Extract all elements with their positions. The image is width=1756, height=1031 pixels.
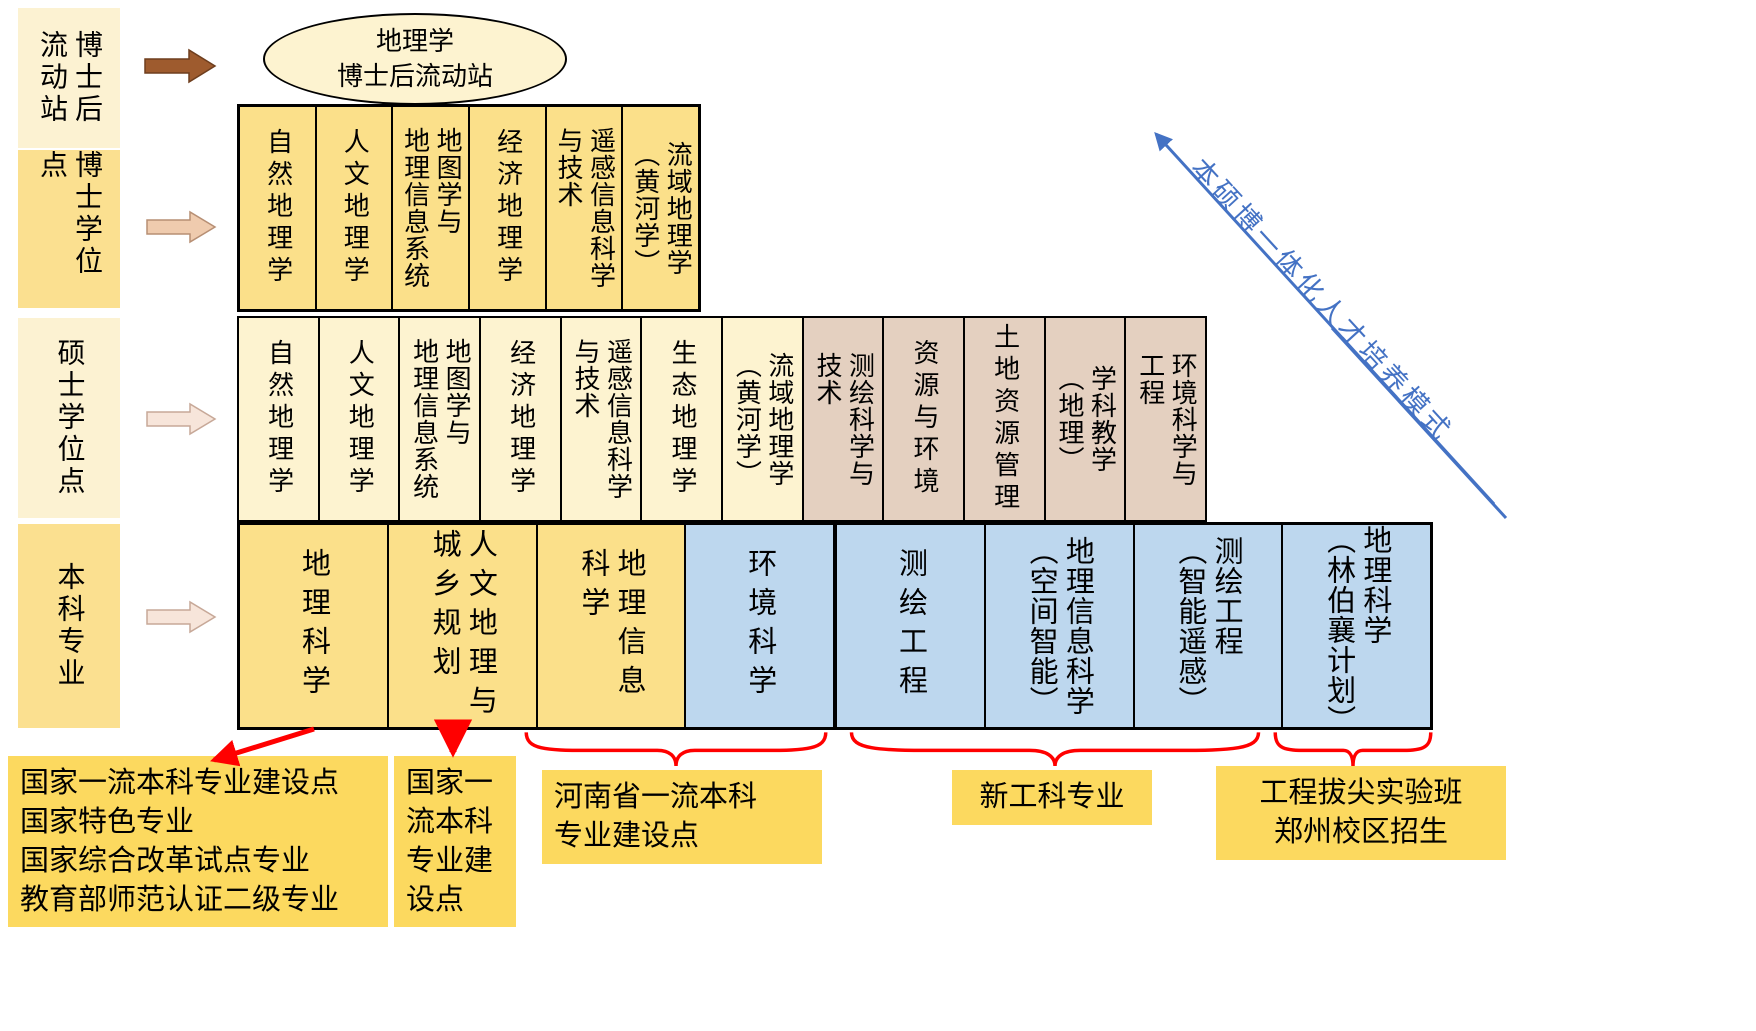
master-program: 自然地理学 xyxy=(239,318,320,520)
bachelor-program-label: 地理信息科学 （空间智能） xyxy=(1025,536,1094,716)
bachelor-program: 测绘工程 xyxy=(837,525,986,727)
postdoc-station-label: 地理学 博士后流动站 xyxy=(336,26,493,91)
master-program-label: 流域地理学 （黄河学） xyxy=(732,351,794,487)
row-label-bachelor-majors-text: 本科专业 xyxy=(53,562,85,690)
row-label-postdoc-station: 博士后 流动站 xyxy=(18,8,120,148)
master-program-label: 地图学与 地理信息系统 xyxy=(409,338,472,500)
row-label-bachelor-majors: 本科专业 xyxy=(18,524,120,728)
master-program-label: 土地资源管理 xyxy=(990,323,1020,515)
master-program: 地图学与 地理信息系统 xyxy=(400,318,482,520)
doctoral-program: 地图学与 地理信息系统 xyxy=(393,107,471,309)
master-program: 资源与环境 xyxy=(884,318,966,520)
master-program-label: 测绘科学与 技术 xyxy=(813,351,875,487)
bachelor-program: 人文地理与 城乡规划 xyxy=(388,525,538,727)
master-program: 生态地理学 xyxy=(642,318,724,520)
bachelor-program: 地理科学 （林伯襄计划） xyxy=(1283,525,1430,727)
doctoral-program-label: 流域地理学 （黄河学） xyxy=(630,140,693,276)
doctoral-program-label: 地图学与 地理信息系统 xyxy=(400,127,463,289)
doctoral-program: 自然地理学 xyxy=(240,107,317,309)
master-program: 经济地理学 xyxy=(481,318,562,520)
master-programs-row: 自然地理学 人文地理学 地图学与 地理信息系统 经济地理学 遥感信息科学 与技术… xyxy=(237,316,1207,522)
bachelor-program-label: 测绘工程 xyxy=(894,548,927,704)
elite-class-brace-icon xyxy=(1272,730,1434,766)
bachelor-program: 环境科学 xyxy=(686,525,837,727)
doctoral-program-label: 人文地理学 xyxy=(340,128,370,288)
master-program: 土地资源管理 xyxy=(965,318,1046,520)
row-label-postdoc-station-text: 博士后 流动站 xyxy=(36,30,102,126)
bachelor-program-label: 人文地理与 城乡规划 xyxy=(428,528,497,724)
postdoc-row-arrow-icon xyxy=(144,48,217,84)
note-provincial-first-class: 河南省一流本科 专业建设点 xyxy=(542,770,822,864)
doctoral-program-label: 遥感信息科学 与技术 xyxy=(554,127,616,289)
provincial-brace-icon xyxy=(520,730,832,766)
master-program-label: 遥感信息科学 与技术 xyxy=(571,338,633,500)
integrated-training-mode-label: 本硕博一体化人才培养模式 xyxy=(1184,152,1459,448)
master-program: 学科教学 （地理） xyxy=(1045,318,1127,520)
doctoral-programs-row: 自然地理学 人文地理学 地图学与 地理信息系统 经济地理学 遥感信息科学 与技术… xyxy=(237,104,701,312)
master-program-label: 环境科学与 工程 xyxy=(1135,351,1198,487)
row-label-doctoral-degrees-text: 博士学位点 xyxy=(36,150,102,278)
bachelor-program-label: 地理科学 xyxy=(297,548,330,704)
note-new-engineering: 新工科专业 xyxy=(952,770,1152,825)
doctoral-program-label: 经济地理学 xyxy=(493,128,523,288)
doctoral-program: 遥感信息科学 与技术 xyxy=(546,107,624,309)
master-program: 测绘科学与 技术 xyxy=(803,318,885,520)
master-program-label: 学科教学 （地理） xyxy=(1055,365,1117,473)
master-row-arrow-icon xyxy=(146,402,217,436)
doctoral-program: 人文地理学 xyxy=(316,107,394,309)
doctoral-program: 经济地理学 xyxy=(470,107,547,309)
row-label-master-degrees-text: 硕士学位点 xyxy=(53,338,85,498)
bachelor-program-label: 地理信息 科学 xyxy=(576,548,646,704)
master-program-label: 人文地理学 xyxy=(345,339,375,499)
note-national-first-class-2: 国家一 流本科 专业建 设点 xyxy=(394,756,516,928)
doctoral-program-label: 自然地理学 xyxy=(263,128,293,288)
bachelor-programs-row: 地理科学 人文地理与 城乡规划 地理信息 科学 环境科学 测绘工程 地理信息科学… xyxy=(237,522,1433,730)
bachelor-program-label: 地理科学 （林伯襄计划） xyxy=(1322,525,1391,727)
bachelor-program: 测绘工程 （智能遥感） xyxy=(1134,525,1284,727)
master-program-label: 生态地理学 xyxy=(667,339,697,499)
new-engineering-brace-icon xyxy=(843,730,1267,766)
master-program-label: 经济地理学 xyxy=(506,339,536,499)
note-elite-class: 工程拔尖实验班 郑州校区招生 xyxy=(1216,766,1506,860)
postdoc-station-ellipse: 地理学 博士后流动站 xyxy=(263,13,567,105)
master-program: 人文地理学 xyxy=(319,318,401,520)
row-label-doctoral-degrees: 博士学位点 xyxy=(18,150,120,308)
master-program-label: 自然地理学 xyxy=(264,339,294,499)
bachelor-program: 地理信息科学 （空间智能） xyxy=(985,525,1135,727)
doctoral-program: 流域地理学 （黄河学） xyxy=(623,107,699,309)
master-program: 流域地理学 （黄河学） xyxy=(723,318,804,520)
bachelor-program-label: 环境科学 xyxy=(743,548,776,704)
bachelor-program: 地理信息 科学 xyxy=(537,525,687,727)
master-program: 遥感信息科学 与技术 xyxy=(561,318,643,520)
row-label-master-degrees: 硕士学位点 xyxy=(18,318,120,518)
bachelor-row-arrow-icon xyxy=(146,600,217,634)
bachelor-program-label: 测绘工程 （智能遥感） xyxy=(1173,536,1243,716)
master-program-label: 资源与环境 xyxy=(909,339,939,499)
bachelor-program: 地理科学 xyxy=(240,525,389,727)
doctoral-row-arrow-icon xyxy=(146,210,217,244)
master-program: 环境科学与 工程 xyxy=(1126,318,1206,520)
note-national-first-class: 国家一流本科专业建设点 国家特色专业 国家综合改革试点专业 教育部师范认证二级专… xyxy=(8,756,388,928)
